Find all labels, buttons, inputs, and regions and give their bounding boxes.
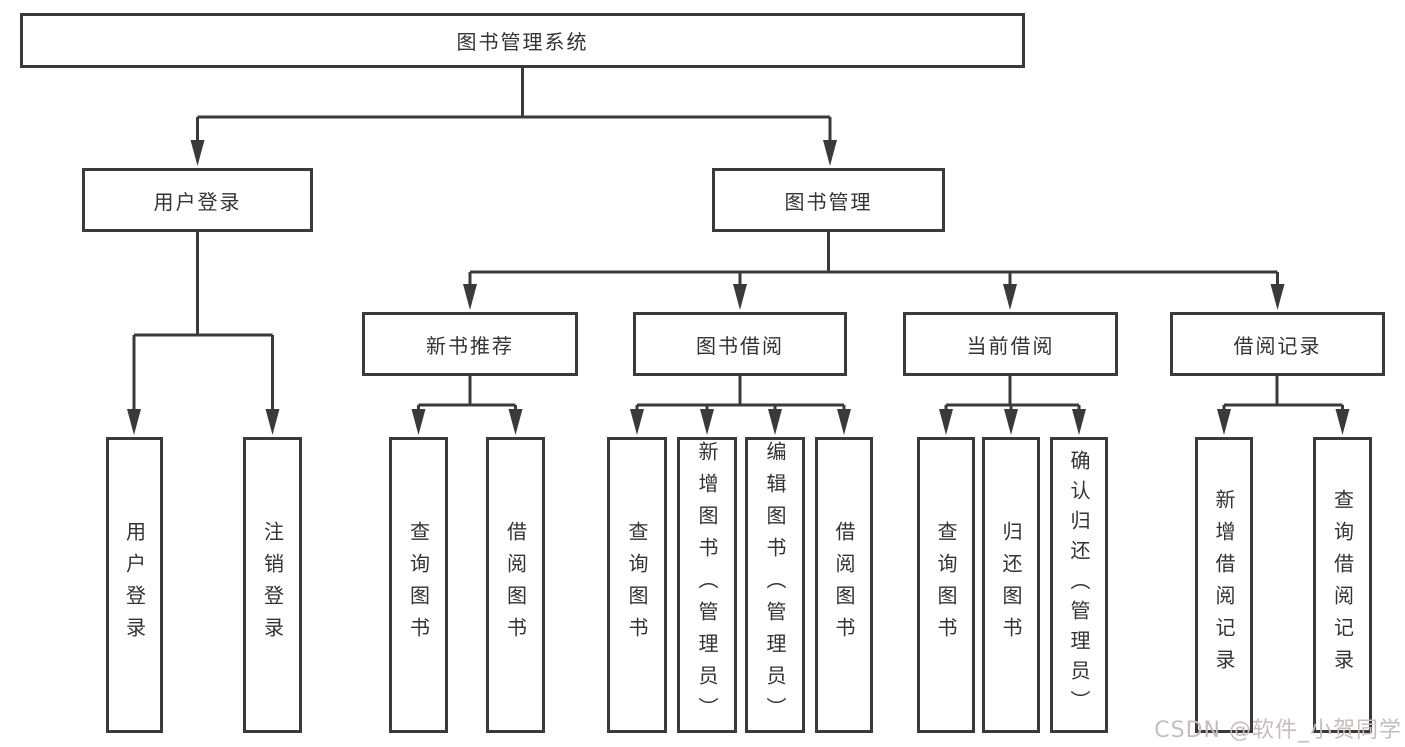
leaf-add-books-admin: 新增图书（管理员） (677, 437, 737, 733)
node-label: 用户登录 (153, 189, 242, 214)
leaf-user-login: 用户登录 (106, 437, 163, 733)
node-book-management: 图书管理 (712, 168, 945, 232)
node-current-borrowing: 当前借阅 (903, 312, 1118, 376)
leaf-label: 用户登录 (122, 521, 147, 649)
leaf-query-books-current: 查询图书 (917, 437, 975, 733)
leaf-query-books-borrowing: 查询图书 (607, 437, 667, 733)
node-root-system: 图书管理系统 (20, 13, 1025, 68)
node-borrowing-records: 借阅记录 (1170, 312, 1385, 376)
node-label: 新书推荐 (426, 333, 514, 358)
leaf-borrow-books: 借阅图书 (815, 437, 873, 733)
leaf-label: 新增借阅记录 (1212, 489, 1236, 681)
leaf-logout: 注销登录 (243, 437, 302, 733)
leaf-query-borrow-record: 查询借阅记录 (1313, 437, 1372, 733)
leaf-label: 查询图书 (406, 521, 431, 649)
leaf-label: 查询图书 (625, 521, 649, 649)
leaf-label: 归还图书 (999, 521, 1023, 649)
leaf-label: 新增图书（管理员） (695, 441, 719, 729)
node-user-login: 用户登录 (82, 168, 313, 232)
arrowheads (127, 140, 1350, 435)
leaf-borrow-books-recommend: 借阅图书 (486, 437, 545, 733)
node-label: 图书管理 (784, 189, 873, 214)
csdn-watermark: CSDN @软件_小贺同学 (1154, 718, 1402, 743)
node-book-borrowing: 图书借阅 (633, 312, 847, 376)
leaf-query-books-recommend: 查询图书 (389, 437, 448, 733)
leaf-label: 编辑图书（管理员） (763, 441, 787, 729)
leaf-label: 注销登录 (260, 521, 285, 649)
leaf-return-books: 归还图书 (982, 437, 1040, 733)
node-label: 图书管理系统 (456, 30, 589, 54)
leaf-edit-books-admin: 编辑图书（管理员） (745, 437, 805, 733)
leaf-label: 查询借阅记录 (1330, 489, 1355, 681)
leaf-label: 借阅图书 (832, 521, 856, 649)
node-label: 借阅记录 (1233, 333, 1322, 358)
node-label: 图书借阅 (696, 333, 784, 358)
leaf-label: 借阅图书 (503, 521, 528, 649)
leaf-label: 查询图书 (934, 521, 958, 649)
node-new-book-recommend: 新书推荐 (362, 312, 578, 376)
node-label: 当前借阅 (966, 333, 1055, 358)
leaf-label: 确认归还（管理员） (1067, 450, 1091, 720)
leaf-confirm-return-admin: 确认归还（管理员） (1050, 437, 1108, 733)
leaf-add-borrow-record: 新增借阅记录 (1195, 437, 1253, 733)
